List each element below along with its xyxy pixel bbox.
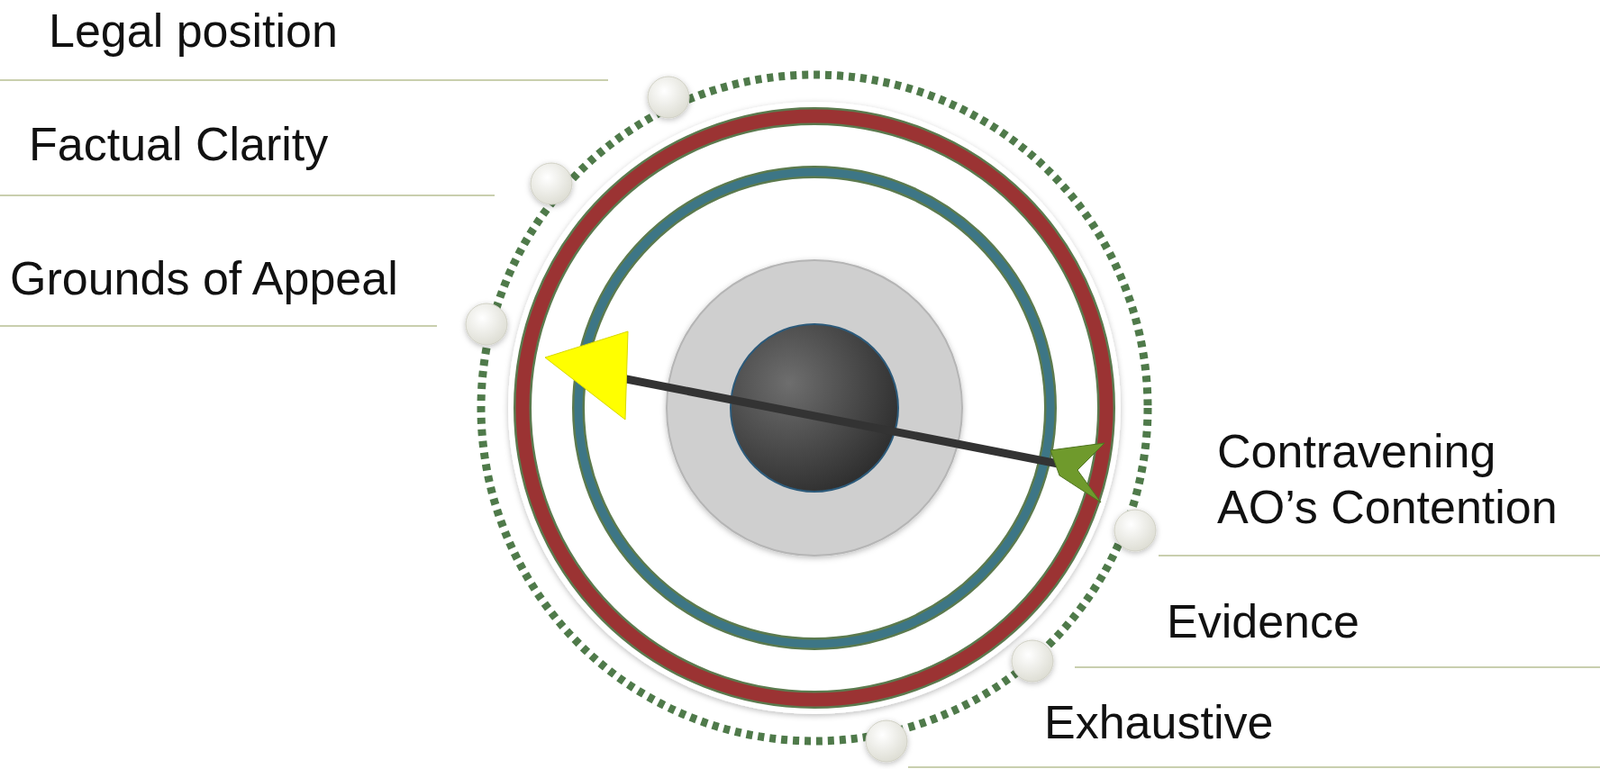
leader-lines <box>0 80 1600 768</box>
dotted-ring <box>481 74 1148 742</box>
point-label: Exhaustive <box>1044 694 1273 751</box>
red-ring-edge <box>522 116 1107 700</box>
point-label: Contravening AO’s Contention <box>1217 423 1591 537</box>
arrow-head <box>545 331 628 420</box>
grey-disc <box>666 260 963 556</box>
point-label: Evidence <box>1166 593 1360 650</box>
arrow-fletching <box>1050 443 1105 503</box>
point-label: Factual Clarity <box>28 116 328 173</box>
teal-ring <box>578 172 1051 645</box>
halo <box>508 101 1121 715</box>
point-label: Legal position <box>48 2 338 59</box>
arrow-shaft <box>612 376 1077 468</box>
teal-ring-edge <box>578 172 1051 645</box>
marker-dots <box>465 76 1156 763</box>
red-ring <box>522 116 1107 700</box>
point-label: Grounds of Appeal <box>9 250 399 307</box>
